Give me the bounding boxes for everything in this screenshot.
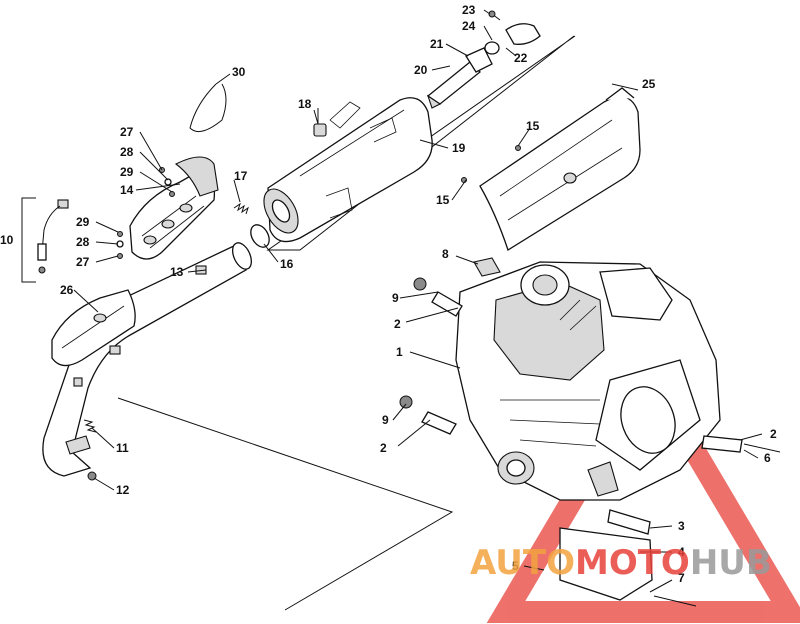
mount-plate-part [559, 527, 653, 601]
callout-6: 6 [764, 451, 771, 465]
leader-lines [73, 9, 763, 593]
callout-14: 14 [120, 183, 134, 197]
watermark-logo: AUTOMOTOHUB [470, 543, 772, 583]
callout-12: 12 [116, 483, 130, 497]
callout-26: 26 [60, 283, 74, 297]
callout-27a: 27 [120, 125, 134, 139]
callout-29b: 29 [76, 215, 90, 229]
callout-11: 11 [116, 441, 129, 455]
bracket-10 [21, 197, 36, 283]
callout-28b: 28 [76, 235, 90, 249]
watermark-text: AUTOMOTOHUB [470, 543, 772, 583]
spring-11-part [83, 419, 97, 433]
grommet-part [313, 109, 327, 137]
callout-2b: 2 [380, 441, 387, 455]
callout-27b: 27 [76, 255, 90, 269]
bracket-12-part [65, 435, 91, 455]
callout-10: 10 [0, 233, 14, 247]
callout-9a: 9 [392, 291, 399, 305]
callout-24: 24 [462, 19, 476, 33]
callout-1: 1 [396, 345, 403, 359]
watermark-part-auto: AUTO [470, 543, 575, 583]
watermark-part-hub: HUB [690, 543, 772, 583]
callout-7: 7 [678, 571, 685, 585]
callout-15b: 15 [436, 193, 450, 207]
callout-8: 8 [442, 247, 449, 261]
mount-hardware-part [399, 277, 743, 535]
o2-sensor-part [37, 199, 69, 274]
callout-23: 23 [462, 3, 476, 17]
callout-3: 3 [678, 519, 685, 533]
bolt-6-part [743, 443, 781, 453]
callout-21: 21 [430, 37, 444, 51]
callout-9b: 9 [382, 413, 389, 427]
callout-4: 4 [678, 545, 685, 559]
heat-shield-26-part [51, 289, 136, 367]
callout-19: 19 [452, 141, 466, 155]
callout-2a: 2 [394, 317, 401, 331]
header-shield-14-part [129, 156, 219, 260]
watermark-part-moto: MOTO [575, 543, 690, 583]
spark-arrestor-part [484, 23, 541, 55]
callout-2c: 2 [770, 427, 777, 441]
callout-15a: 15 [526, 119, 540, 133]
bolt-7-part [653, 595, 697, 607]
hardware-27-28-29-part [116, 167, 175, 259]
heat-shield-25-part [479, 87, 641, 251]
gasket-ring-part [250, 224, 270, 248]
callout-30: 30 [232, 65, 246, 79]
callout-16: 16 [280, 257, 294, 271]
callout-28a: 28 [120, 145, 134, 159]
engine-assembly-part [455, 261, 721, 501]
spring-17-part [233, 202, 249, 215]
screw-15-part [515, 145, 521, 151]
callout-25: 25 [642, 77, 656, 91]
gasket-plate-part [465, 47, 493, 73]
callout-13: 13 [170, 265, 184, 279]
muffler-part [263, 97, 433, 243]
callout-20: 20 [414, 63, 428, 77]
tailpipe-tip-part [426, 61, 481, 109]
callout-labels: 1 2 2 2 3 4 5 6 7 8 9 9 10 11 12 13 14 1… [0, 3, 777, 585]
spring-clip-part [189, 83, 227, 133]
bracket-8-part [473, 257, 501, 277]
callout-18: 18 [298, 97, 312, 111]
frame-bottom-lines [117, 397, 454, 611]
callout-5: 5 [512, 559, 519, 573]
callout-22: 22 [514, 51, 528, 65]
callout-29a: 29 [120, 165, 134, 179]
screw-23-part [488, 10, 501, 21]
callout-17: 17 [234, 169, 248, 183]
